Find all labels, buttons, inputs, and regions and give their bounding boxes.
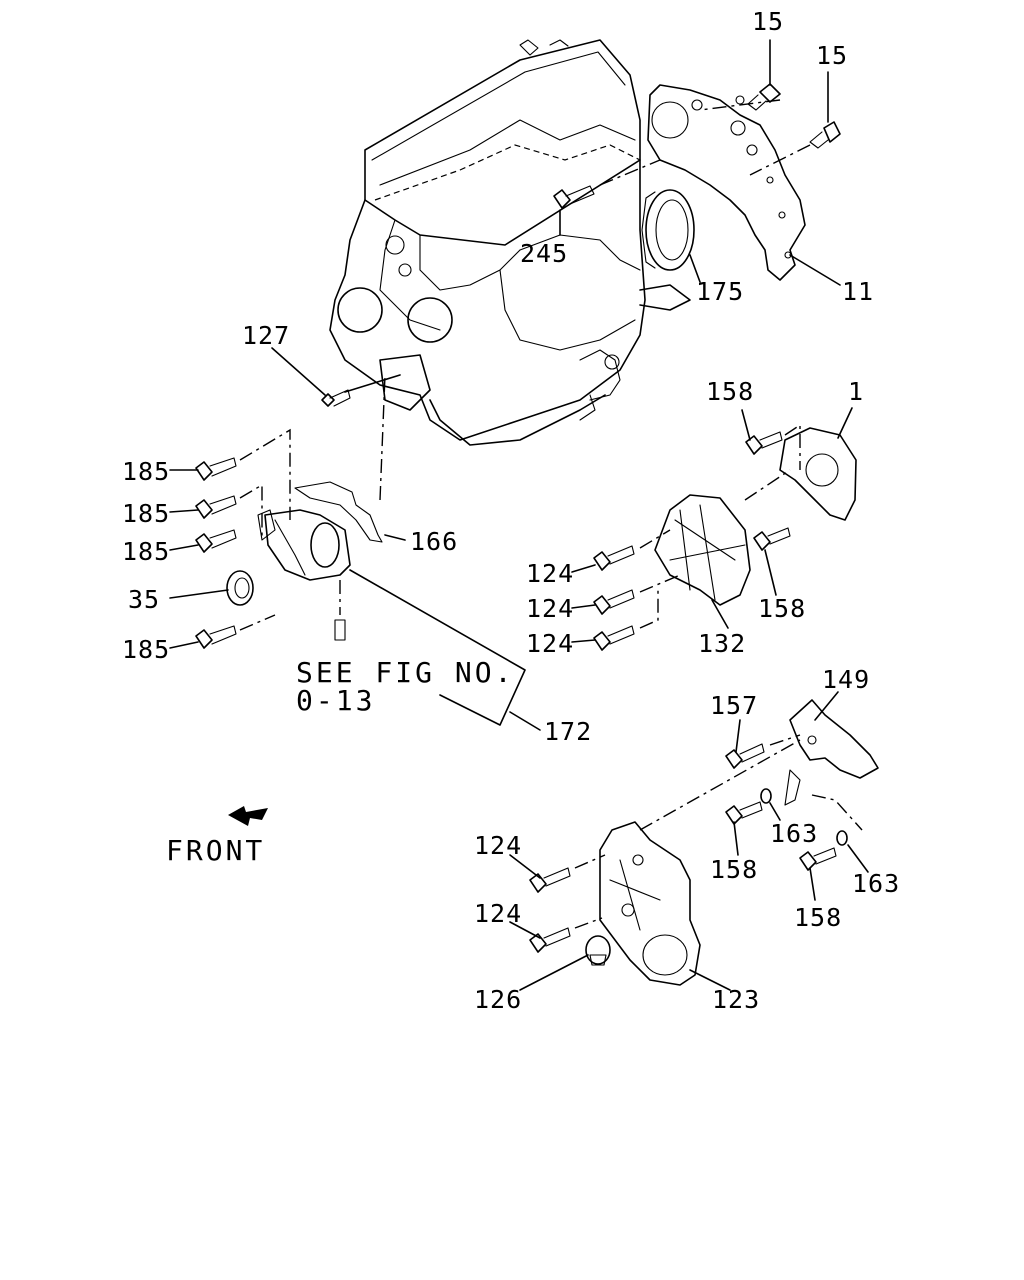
- bolt-124-3: [593, 625, 635, 651]
- see-figure-line-1: SEE FIG NO.: [296, 656, 514, 689]
- callout-185-1: 185: [122, 457, 170, 486]
- bolt-185-2: [195, 495, 237, 519]
- rear-oil-seal: [641, 189, 695, 271]
- guide-158-top: [784, 423, 801, 470]
- callout-185-3: 185: [122, 537, 170, 566]
- callout-166: 166: [410, 527, 458, 556]
- callout-175: 175: [696, 277, 744, 306]
- guide-124-1: [639, 529, 671, 549]
- front-label: FRONT: [166, 834, 265, 867]
- callout-labels: 15 15 245 175 11 127 158 1 185 185 185 1…: [122, 7, 900, 1014]
- guide-cover-join: [744, 469, 791, 501]
- callout-124-5: 124: [474, 899, 522, 928]
- leader-245: [599, 159, 661, 186]
- callout-15-lower: 15: [816, 41, 848, 70]
- callout-172: 172: [544, 717, 592, 746]
- bolt-158-top: [745, 431, 783, 455]
- guide-124-5: [574, 917, 603, 929]
- callout-245: 245: [520, 239, 568, 268]
- bolt-124-2: [593, 589, 635, 615]
- bolt-185-4: [195, 625, 237, 649]
- washer-163-upper: [760, 788, 772, 804]
- leader-172-box: [349, 569, 526, 726]
- timing-cover-123: [599, 821, 701, 986]
- callout-185-4: 185: [122, 635, 170, 664]
- bolt-185-1: [195, 457, 237, 481]
- front-arrow-icon: [228, 806, 268, 826]
- bolt-245: [553, 185, 595, 209]
- stud-172: [334, 619, 346, 641]
- callout-11: 11: [842, 277, 874, 306]
- guide-124-2: [639, 574, 681, 593]
- bolt-15-upper: [747, 83, 781, 111]
- callout-leaders: [169, 39, 869, 991]
- bolt-158-mid: [753, 527, 791, 551]
- leader-15a: [699, 99, 781, 111]
- callout-157: 157: [710, 691, 758, 720]
- rear-engine-plate: [647, 84, 806, 281]
- plug-126: [585, 935, 611, 966]
- callout-15-upper: 15: [752, 7, 784, 36]
- timing-cover-132: [654, 494, 751, 606]
- oil-seal-35: [226, 570, 254, 606]
- callout-124-2: 124: [526, 594, 574, 623]
- bolt-124-1: [593, 545, 635, 571]
- gasket-166: [294, 481, 383, 543]
- callout-185-2: 185: [122, 499, 170, 528]
- bolt-158-lower-left: [725, 801, 763, 825]
- guide-124-4: [574, 854, 606, 869]
- callout-35: 35: [128, 585, 160, 614]
- bolt-15-lower: [809, 121, 841, 149]
- callout-127: 127: [242, 321, 290, 350]
- leader-166-line: [384, 534, 406, 541]
- front-seal-housing: [257, 509, 351, 581]
- stud-127: [321, 389, 351, 407]
- guide-166-up: [379, 374, 386, 501]
- bolt-158-lower-right: [799, 847, 837, 871]
- callout-1: 1: [848, 377, 864, 406]
- callout-124-4: 124: [474, 831, 522, 860]
- callout-158-lower-left: 158: [710, 855, 758, 884]
- guide-185-1: [239, 428, 291, 520]
- guide-185-4: [239, 614, 276, 631]
- callout-126: 126: [474, 985, 522, 1014]
- leader-15b: [749, 144, 811, 176]
- callout-124-3: 124: [526, 629, 574, 658]
- callout-158-mid: 158: [758, 594, 806, 623]
- callout-158-lower-right: 158: [794, 903, 842, 932]
- callout-158-top: 158: [706, 377, 754, 406]
- callout-123: 123: [712, 985, 760, 1014]
- bolt-157: [725, 743, 765, 769]
- callout-163-upper: 163: [770, 819, 818, 848]
- bolt-124-4: [529, 867, 571, 893]
- bracket-149: [784, 699, 879, 806]
- guide-185-2: [239, 483, 263, 540]
- callout-124-1: 124: [526, 559, 574, 588]
- leader-127-line: [344, 374, 401, 393]
- guide-149-123: [639, 739, 801, 831]
- bolt-185-3: [195, 529, 237, 553]
- guide-157: [769, 734, 801, 746]
- bolt-124-5: [529, 927, 571, 953]
- engine-block: [329, 39, 691, 446]
- callout-163-lower: 163: [852, 869, 900, 898]
- see-figure-line-2: 0-13: [296, 684, 375, 717]
- callout-149: 149: [822, 665, 870, 694]
- guide-124-3: [639, 590, 659, 629]
- timing-cover-1: [779, 427, 857, 521]
- guide-158-lower: [811, 794, 863, 831]
- washer-163-lower: [836, 830, 848, 846]
- callout-132: 132: [698, 629, 746, 658]
